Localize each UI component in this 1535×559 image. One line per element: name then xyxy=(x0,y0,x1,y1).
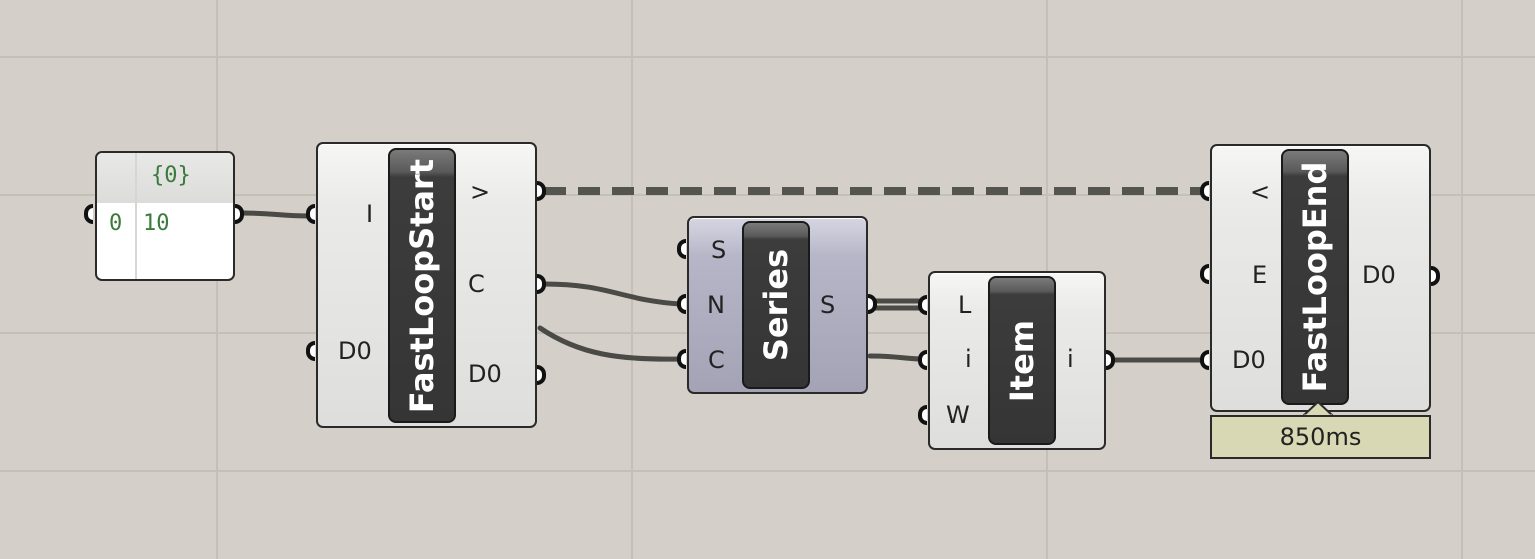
item-grip-in-i[interactable] xyxy=(918,350,927,370)
wire-series-to-item-i xyxy=(867,353,923,362)
item-grip-out-i[interactable] xyxy=(1106,350,1115,370)
series-input-n[interactable]: N xyxy=(707,291,725,319)
item-input-l[interactable]: L xyxy=(958,291,972,319)
item-input-w[interactable]: W xyxy=(946,401,970,429)
fast-loop-end-input-d0[interactable]: D0 xyxy=(1232,346,1266,374)
fast-loop-start-output-d0[interactable]: D0 xyxy=(468,360,502,388)
item-nickname-bar: Item xyxy=(988,276,1056,445)
fast-loop-start-grip-out-c[interactable] xyxy=(537,274,546,294)
fast-loop-start-grip-out-d0[interactable] xyxy=(537,365,546,385)
fast-loop-end-grip-in-e[interactable] xyxy=(1200,264,1209,284)
fast-loop-start-output-c[interactable]: C xyxy=(468,270,485,298)
item-nickname: Item xyxy=(1003,319,1041,402)
fast-loop-end-input-loop[interactable]: < xyxy=(1250,178,1271,206)
wire-loopstart-to-series-c xyxy=(537,325,683,362)
item-input-i[interactable]: i xyxy=(965,345,972,373)
fast-loop-start-input-d0[interactable]: D0 xyxy=(338,337,372,365)
fast-loop-start-output-loop[interactable]: > xyxy=(470,178,491,206)
fast-loop-end-grip-in-d0[interactable] xyxy=(1200,350,1209,370)
fast-loop-end-output-d0[interactable]: D0 xyxy=(1362,261,1396,289)
fast-loop-end-timing-label: 850ms xyxy=(1210,415,1431,459)
wire-panel-to-loopstart xyxy=(239,210,313,219)
series-nickname-bar: Series xyxy=(742,221,810,389)
fast-loop-end-grip-in-loop[interactable] xyxy=(1200,181,1209,201)
fast-loop-start-grip-out-loop[interactable] xyxy=(537,181,546,201)
series-grip-in-n[interactable] xyxy=(677,294,686,314)
item-output-i[interactable]: i xyxy=(1067,345,1074,373)
panel-path-label: {0} xyxy=(151,163,191,188)
fast-loop-end-input-e[interactable]: E xyxy=(1252,261,1268,289)
panel-input-grip[interactable] xyxy=(84,204,93,224)
item-grip-in-l[interactable] xyxy=(918,295,927,315)
fast-loop-end-grip-out-d0[interactable] xyxy=(1431,266,1440,286)
panel-value: 10 xyxy=(143,211,170,236)
series-nickname: Series xyxy=(757,248,795,362)
fast-loop-end-nickname: FastLoopEnd xyxy=(1296,161,1334,393)
series-grip-out-s[interactable] xyxy=(868,294,877,314)
fast-loop-start-grip-in-d0[interactable] xyxy=(306,341,315,361)
wire-loopstart-c-to-series-n xyxy=(541,281,683,307)
panel-index: 0 xyxy=(109,211,123,236)
series-grip-in-c[interactable] xyxy=(677,349,686,369)
fast-loop-end-nickname-bar: FastLoopEnd xyxy=(1281,149,1349,405)
series-output-s[interactable]: S xyxy=(820,291,836,319)
grid-line xyxy=(0,56,1535,58)
grid-line xyxy=(1461,0,1463,559)
fast-loop-start-nickname: FastLoopStart xyxy=(403,158,441,413)
panel-header xyxy=(97,153,233,203)
fast-loop-start-input-i[interactable]: I xyxy=(366,200,374,228)
grid-line xyxy=(0,470,1535,472)
fast-loop-start-nickname-bar: FastLoopStart xyxy=(388,148,456,423)
grid-line xyxy=(631,0,633,559)
series-input-c[interactable]: C xyxy=(708,346,725,374)
series-grip-in-s[interactable] xyxy=(677,239,686,259)
series-input-s[interactable]: S xyxy=(711,236,727,264)
panel-separator xyxy=(135,153,137,279)
number-panel[interactable]: {0} 0 10 xyxy=(95,151,235,281)
item-grip-in-w[interactable] xyxy=(918,405,927,425)
fast-loop-start-grip-in-i[interactable] xyxy=(306,204,315,224)
panel-output-grip[interactable] xyxy=(235,204,244,224)
